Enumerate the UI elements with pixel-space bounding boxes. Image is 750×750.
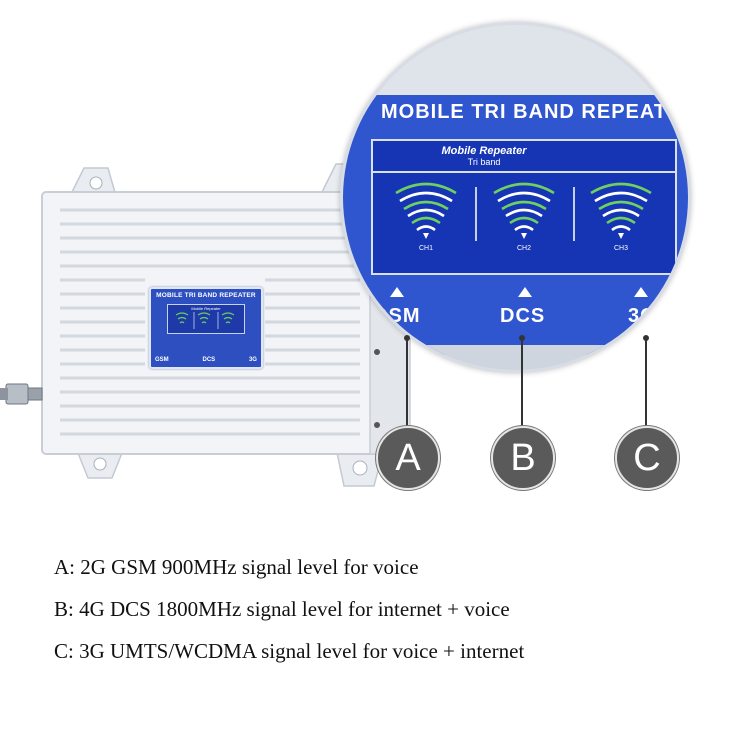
panel-band-3g: 3G [248,357,257,363]
panel-display: Mobile Repeater [167,304,245,334]
callout-a-line [406,338,408,426]
channel-divider [573,187,575,241]
legend-line-c: C: 3G UMTS/WCDMA signal level for voice … [54,639,525,663]
channel-3-label: CH3 [613,245,628,252]
zoom-display-header: Mobile Repeater Tri band [373,141,675,173]
callout-b-badge: B [491,426,555,490]
channel-2: CH2 [476,173,572,269]
signal-strength-icon [395,182,457,239]
zoom-bottom-edge [343,345,688,370]
zoom-channels: CH1 CH2 [373,173,675,269]
3g-indicator-triangle [634,287,648,297]
zoom-display: Mobile Repeater Tri band CH1 [371,139,677,275]
zoom-band-dcs: DCS [500,305,546,327]
zoom-title: MOBILE TRI BAND REPEAT [381,101,668,123]
gsm-indicator-triangle [390,287,404,297]
callout-b-line [521,338,523,426]
zoom-band-3g: 3G [628,305,657,327]
legend: A: 2G GSM 900MHz signal level for voice … [54,555,714,681]
channel-1-label: CH1 [418,245,433,252]
signal-strength-icon [590,182,652,239]
zoom-band-gsm: GSM [372,305,421,327]
channel-2-label: CH2 [516,245,531,252]
channel-1: CH1 [378,173,474,269]
panel-signal-icons [175,312,235,329]
device-front-panel: MOBILE TRI BAND REPEATER Mobile Repeater… [149,287,263,369]
legend-line-b: B: 4G DCS 1800MHz signal level for inter… [54,597,510,621]
legend-line-a: A: 2G GSM 900MHz signal level for voice [54,555,419,579]
channel-3: CH3 [573,173,669,269]
signal-strength-icon [493,182,555,239]
callout-a-badge: A [376,426,440,490]
dcs-indicator-triangle [518,287,532,297]
panel-band-gsm: GSM [155,357,169,363]
panel-subtitle: Mobile Repeater [191,306,221,311]
zoom-display-subtitle: Tri band [467,157,501,167]
callout-c-badge: C [615,426,679,490]
callout-c-line [645,338,647,426]
channel-divider [475,187,477,241]
zoom-magnifier: MOBILE TRI BAND REPEAT Mobile Repeater T… [340,22,691,373]
panel-title: MOBILE TRI BAND REPEATER [156,292,256,299]
panel-band-labels: GSM DCS 3G [155,357,257,363]
panel-band-dcs: DCS [202,357,216,363]
zoom-display-title: Mobile Repeater [441,145,527,157]
